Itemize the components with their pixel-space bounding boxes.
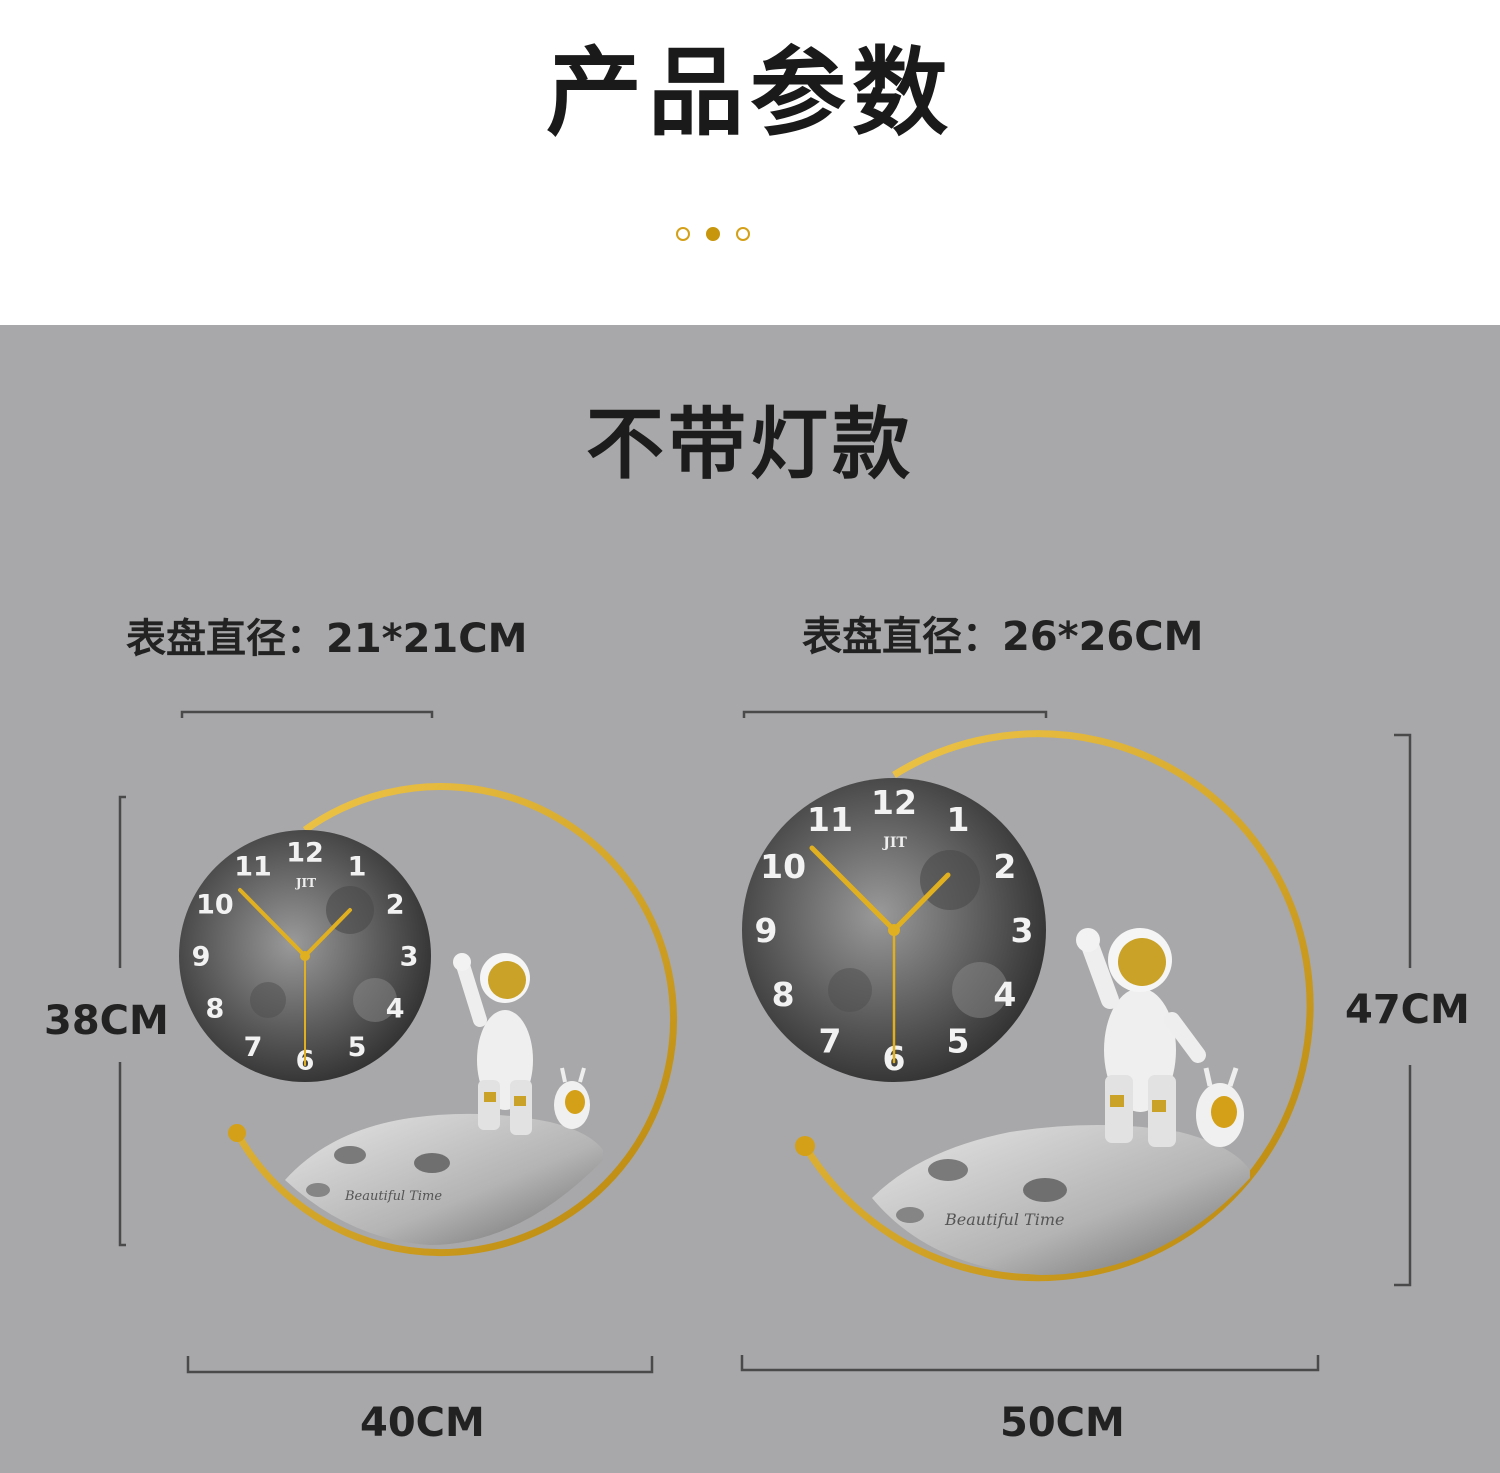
clock-numeral: 10	[196, 890, 234, 921]
clock-numeral: 1	[947, 800, 970, 839]
indicator-dot[interactable]	[676, 227, 690, 241]
width-label-large: 50CM	[1000, 1400, 1125, 1446]
page-title: 产品参数	[546, 37, 954, 149]
alien-figure-large	[1196, 1067, 1244, 1147]
clock-numeral: 12	[286, 838, 324, 869]
clock-numeral: 9	[755, 911, 778, 950]
alien-figure-small	[554, 1067, 590, 1129]
clock-numeral: 5	[348, 1032, 367, 1063]
carousel-indicator	[676, 227, 766, 247]
clock-numeral: 3	[400, 942, 419, 973]
clock-numeral: 11	[807, 800, 853, 839]
clock-numeral: 10	[760, 847, 806, 886]
clock-numeral: 2	[993, 847, 1016, 886]
clock-numeral: 9	[192, 942, 211, 973]
clock-numeral: 7	[244, 1032, 263, 1063]
moon-rock-small	[285, 1113, 603, 1245]
clock-numeral: 8	[206, 994, 225, 1025]
moon-rock-large	[872, 1125, 1250, 1275]
section-title: 不带灯款	[585, 400, 914, 490]
dimension-lines-small	[118, 710, 654, 1374]
dimension-lines-large	[740, 710, 1412, 1372]
astronaut-figure-small	[453, 953, 533, 1135]
height-label-large: 47CM	[1345, 987, 1470, 1033]
gold-ring-small	[233, 783, 677, 1256]
clock-numeral: 7	[819, 1022, 842, 1061]
clock-numeral: 12	[871, 783, 917, 822]
dial-diameter-label-large: 表盘直径：26*26CM	[802, 614, 1204, 660]
indicator-dot-active[interactable]	[706, 227, 720, 241]
brand-mark-small: JIT	[295, 876, 316, 890]
clock-numeral: 2	[386, 890, 405, 921]
indicator-dot[interactable]	[736, 227, 750, 241]
script-text-small: Beautiful Time	[344, 1189, 442, 1204]
gold-ring-large	[802, 730, 1314, 1282]
astronaut-figure-large	[1076, 928, 1206, 1147]
clock-numeral: 11	[234, 852, 272, 883]
clock-numeral: 8	[772, 975, 795, 1014]
clock-numeral: 4	[386, 994, 405, 1025]
clock-numeral: 4	[993, 975, 1016, 1014]
width-label-small: 40CM	[360, 1400, 485, 1446]
dial-diameter-label-small: 表盘直径：21*21CM	[126, 616, 528, 662]
height-label-small: 38CM	[44, 998, 169, 1044]
brand-mark-large: JIT	[881, 835, 907, 851]
clock-numeral: 1	[348, 852, 367, 883]
clock-hands-large	[809, 845, 951, 1064]
header-area: 产品参数	[0, 0, 1500, 325]
ring-end-ball-small	[228, 1124, 246, 1142]
ring-end-ball-large	[795, 1136, 815, 1156]
clock-numeral: 3	[1011, 911, 1034, 950]
clock-numeral: 5	[947, 1022, 970, 1061]
clock-hands-small	[238, 888, 352, 1066]
script-text-large: Beautiful Time	[944, 1210, 1064, 1229]
